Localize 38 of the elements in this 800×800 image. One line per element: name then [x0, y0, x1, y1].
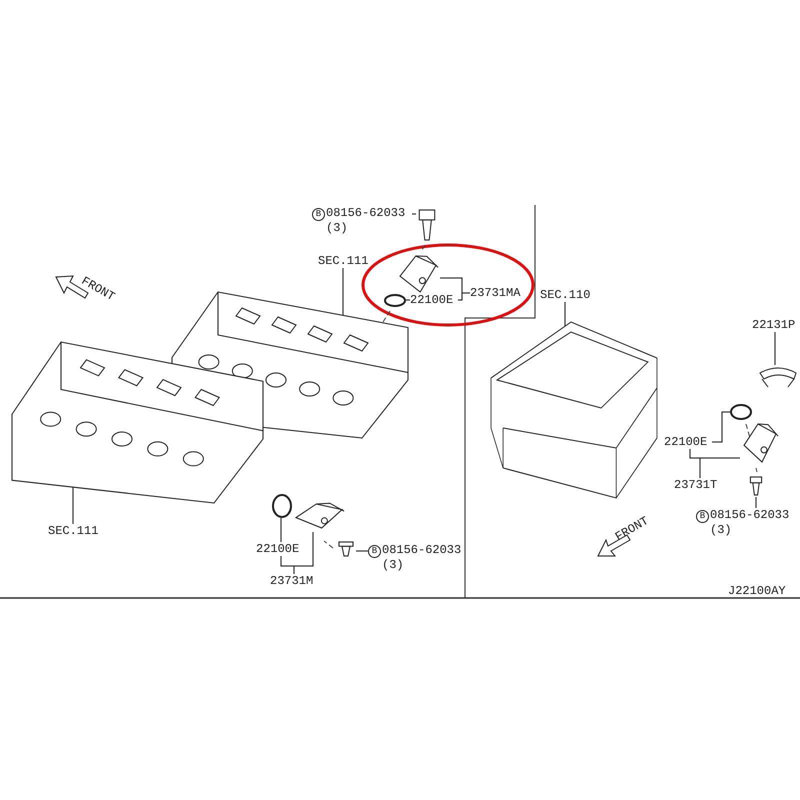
bolt-mark-letter: B: [312, 208, 325, 221]
part-number: 22100E: [664, 435, 712, 449]
cylinder-head-drawing: [10, 340, 265, 505]
part-number: 22100E: [256, 542, 304, 556]
part-number: 23731MA: [470, 286, 530, 300]
bolt-mark-letter: B: [696, 510, 709, 523]
leader-line: [342, 268, 344, 316]
part-number: SEC.110: [540, 288, 592, 302]
part-number: 23731M: [270, 574, 320, 588]
bolt-mark-letter: B: [368, 545, 381, 558]
diagram-code: J22100AY: [728, 584, 786, 598]
o-ring-drawing: [384, 294, 406, 307]
leader-line: [72, 486, 74, 524]
bracket-drawing: [758, 365, 798, 389]
quantity-note: (3): [325, 221, 349, 235]
leader-line: [356, 550, 368, 552]
part-number: 08156-62033: [382, 543, 462, 557]
o-ring-drawing: [272, 494, 292, 518]
leader-line: [564, 302, 566, 328]
bolt-drawing: [416, 208, 438, 242]
o-ring-drawing: [730, 404, 752, 420]
leader-line: [712, 412, 730, 442]
leader-line: [280, 518, 282, 542]
quantity-note: (3): [709, 523, 733, 537]
leader-line: [774, 332, 776, 366]
bolt-drawing: [748, 475, 764, 497]
leader-line: [280, 556, 294, 574]
part-number: SEC.111: [48, 524, 98, 538]
part-number: 22131P: [752, 318, 798, 332]
part-number: 08156-62033: [326, 206, 406, 220]
leader-line: [458, 292, 470, 300]
part-number: 08156-62033: [710, 508, 790, 522]
part-number: 23731T: [674, 478, 724, 492]
bolt-drawing: [336, 540, 356, 558]
part-number: SEC.111: [318, 254, 368, 268]
leader-line: [690, 448, 700, 478]
part-number: 22100E: [410, 293, 458, 307]
quantity-note: (3): [381, 558, 405, 572]
